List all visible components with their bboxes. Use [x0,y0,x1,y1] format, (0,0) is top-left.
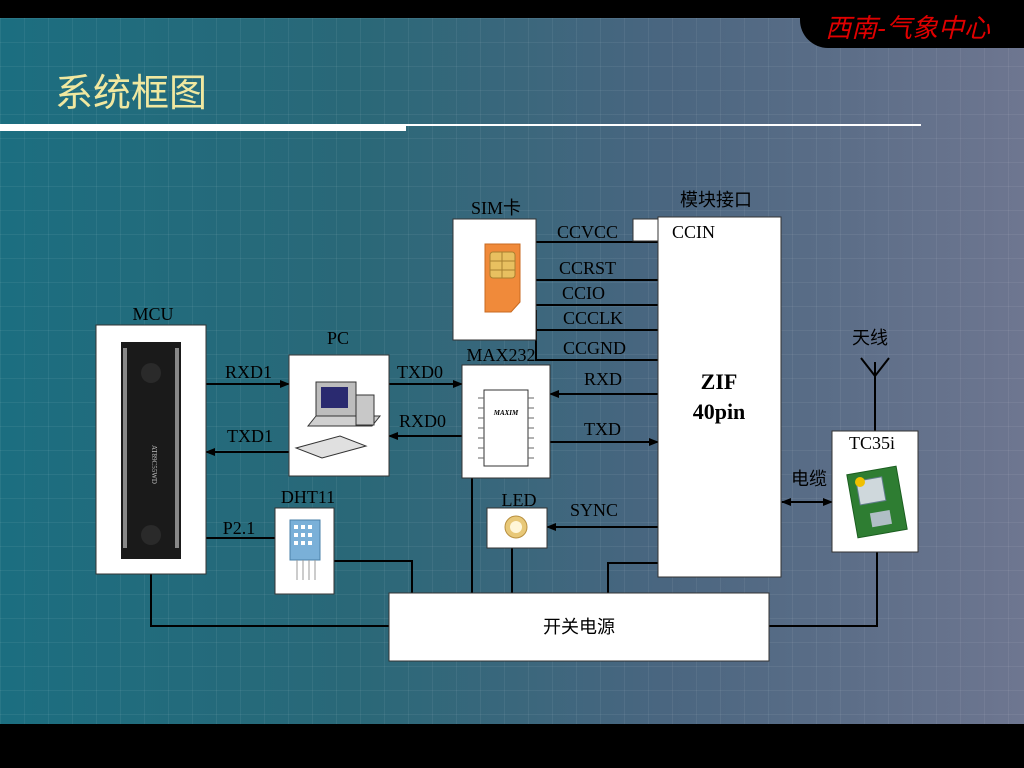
sim-label: SIM卡 [471,198,521,218]
signal-txd1: TXD1 [227,426,273,446]
signal-ccclk: CCCLK [563,308,623,328]
led-label: LED [502,490,537,510]
ccin-pin [632,218,659,242]
pc-label: PC [327,328,349,348]
bottom-bar [0,724,1024,768]
signal-ccio: CCIO [562,283,605,303]
tc35i-label: TC35i [849,433,895,453]
brand-label: 西南-气象中心 [825,14,990,44]
antenna-head [860,357,890,378]
computer-icon [294,381,382,459]
signal-rxd: RXD [584,369,622,389]
antenna-label: 天线 [852,328,888,348]
sim-card-icon [484,243,521,313]
signal-ccrst: CCRST [559,258,616,278]
tc35i-block [831,430,919,553]
sensor-icon [289,519,321,580]
brand-tab [800,0,1024,48]
led-icon [504,515,528,539]
zif-module-block [657,216,782,578]
zif-label: ZIF [701,369,738,394]
signal-rxd1: RXD1 [225,362,272,382]
page-title: 系统框图 [55,71,208,115]
module-port-label: 模块接口 [680,190,752,210]
signal-sync: SYNC [570,500,618,520]
signal-txd0: TXD0 [397,362,443,382]
led-block [486,507,548,549]
power-supply-label: 开关电源 [543,617,615,637]
dht11-block [274,507,335,595]
mcu-block: AT89C55WD [95,324,207,575]
mcu-label: MCU [132,304,173,324]
signal-ccgnd: CCGND [563,338,626,358]
signal-ccvcc: CCVCC [557,222,618,242]
mcu-part-label: AT89C55WD [150,445,158,484]
signal-txd: TXD [584,419,621,439]
top-bar [0,0,1024,18]
maxim-logo: MAXIM [493,409,519,417]
title-rule-thick [0,124,406,131]
sim-block [452,218,537,341]
title-rule-thin [406,124,921,126]
pc-block [288,354,390,477]
signal-rxd0: RXD0 [399,411,446,431]
ccin-label: CCIN [672,222,715,242]
max232-block: MAXIM [461,364,551,479]
wire-power-zif [607,562,658,593]
p21-label: P2.1 [223,518,256,538]
wire-power-mcu [150,574,389,627]
max232-label: MAX232 [466,345,535,365]
max232-chip-icon [483,389,529,467]
wire-power-dht11 [334,560,413,593]
wire-power-tc35i [769,552,878,627]
gsm-module-icon [846,465,908,539]
dht11-label: DHT11 [281,487,335,507]
zif-pin-label: 40pin [693,399,746,424]
power-supply-block [388,592,770,662]
cable-label: 电缆 [791,469,827,489]
